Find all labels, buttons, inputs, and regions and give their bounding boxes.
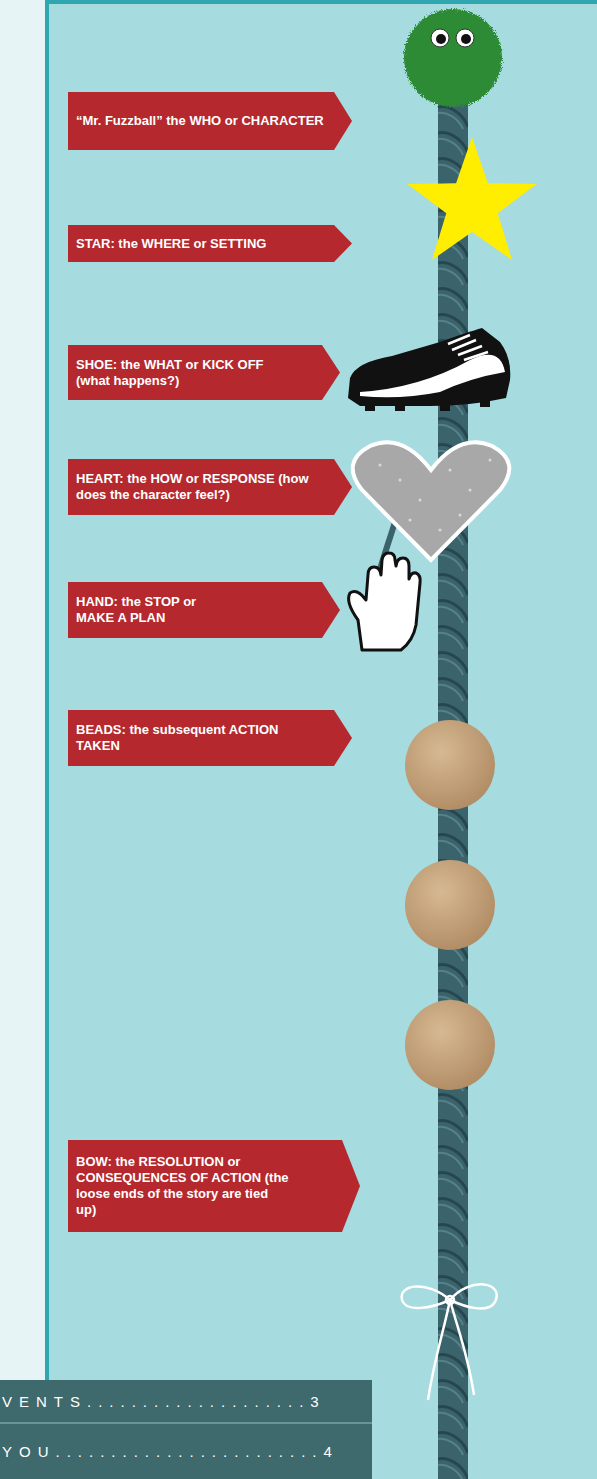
- label-tag: BOW: the RESOLUTION or CONSEQUENCES OF A…: [68, 1140, 360, 1232]
- label-tag: STAR: the WHERE or SETTING: [68, 225, 352, 262]
- tag-arrow: [68, 345, 340, 400]
- cleat: [365, 404, 375, 411]
- heart: [353, 442, 510, 560]
- tag-text: “Mr. Fuzzball” the WHO or CHARACTER: [68, 113, 326, 129]
- tag-arrow: [68, 225, 352, 262]
- label-tag: HEART: the HOW or RESPONSE (how does the…: [68, 459, 352, 515]
- label-tag: SHOE: the WHAT or KICK OFF (what happens…: [68, 345, 340, 400]
- tag-text: HEART: the HOW or RESPONSE (how does the…: [68, 471, 326, 503]
- shoe-swoosh: [360, 355, 505, 398]
- panel-border: [45, 0, 49, 1479]
- star: [407, 137, 536, 260]
- tag-arrow: [68, 92, 352, 150]
- cleat: [440, 404, 450, 411]
- contents-entry: YOU........................4: [0, 1424, 372, 1479]
- tag-arrow: [68, 710, 352, 766]
- tag-text: SHOE: the WHAT or KICK OFF (what happens…: [68, 357, 291, 389]
- cleat: [395, 404, 405, 411]
- label-tag: “Mr. Fuzzball” the WHO or CHARACTER: [68, 92, 352, 150]
- tag-arrow: [68, 582, 340, 638]
- shoe: [348, 328, 510, 411]
- main-panel: [47, 0, 597, 1479]
- fuzzball: [404, 9, 502, 107]
- tag-arrow: [68, 1140, 360, 1232]
- label-tag: BEADS: the subsequent ACTION TAKEN: [68, 710, 352, 766]
- googly-eye: [456, 29, 474, 47]
- contents-entry: VENTS....................3: [0, 1380, 372, 1424]
- shoe-laces: [448, 335, 488, 360]
- panel-border: [45, 0, 597, 4]
- cleat: [480, 400, 490, 407]
- label-tag: HAND: the STOP or MAKE A PLAN: [68, 582, 340, 638]
- tag-arrow: [68, 459, 352, 515]
- glitter: [379, 459, 492, 532]
- bow: [402, 1284, 497, 1400]
- hand: [349, 553, 421, 650]
- shoe-body: [348, 328, 510, 406]
- pupil: [461, 34, 471, 44]
- bead: [405, 720, 495, 810]
- bead: [405, 860, 495, 950]
- tag-text: HAND: the STOP or MAKE A PLAN: [68, 594, 226, 626]
- contents-box: VENTS....................3YOU...........…: [0, 1380, 372, 1479]
- pupil: [436, 34, 446, 44]
- tag-text: STAR: the WHERE or SETTING: [68, 236, 326, 252]
- bead: [405, 1000, 495, 1090]
- tag-text: BOW: the RESOLUTION or CONSEQUENCES OF A…: [68, 1154, 291, 1218]
- googly-eye: [431, 29, 449, 47]
- tag-text: BEADS: the subsequent ACTION TAKEN: [68, 722, 321, 754]
